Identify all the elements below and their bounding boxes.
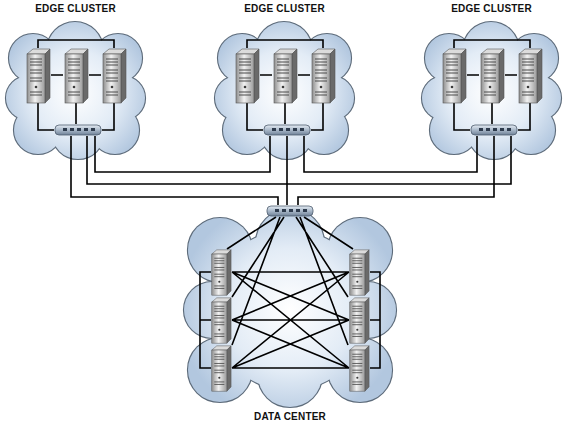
mesh-wires (200, 217, 380, 368)
network-link (71, 162, 278, 205)
edge-cluster-illustration (3, 18, 148, 162)
data-center-region: DATA CENTER (180, 205, 400, 430)
cloud-servers-switch (215, 22, 354, 159)
network-link (95, 162, 270, 172)
cloud-servers-switch (422, 22, 561, 159)
network-link (286, 162, 288, 205)
region-heading: EDGE CLUSTER (419, 2, 564, 16)
region-heading: DATA CENTER (180, 410, 400, 424)
region-heading: EDGE CLUSTER (3, 2, 148, 16)
server-racks (212, 250, 369, 391)
region-heading: EDGE CLUSTER (212, 2, 357, 16)
data-center-illustration (180, 205, 400, 410)
core-switch (267, 206, 313, 216)
network-link (304, 162, 477, 172)
edge-cluster-region: EDGE CLUSTER (212, 2, 357, 162)
uplink-wires (477, 136, 511, 162)
network-link (87, 162, 511, 184)
uplink-wires (270, 136, 304, 162)
cloud-fill (184, 209, 396, 407)
edge-cluster-region: EDGE CLUSTER (419, 2, 564, 162)
network-link (298, 162, 494, 205)
edge-cluster-illustration (212, 18, 357, 162)
uplink-wires (71, 136, 95, 162)
cloud-outline (184, 209, 396, 407)
edge-cluster-illustration (419, 18, 564, 162)
cloud-servers-switch (6, 22, 145, 159)
edge-cluster-region: EDGE CLUSTER (3, 2, 148, 162)
